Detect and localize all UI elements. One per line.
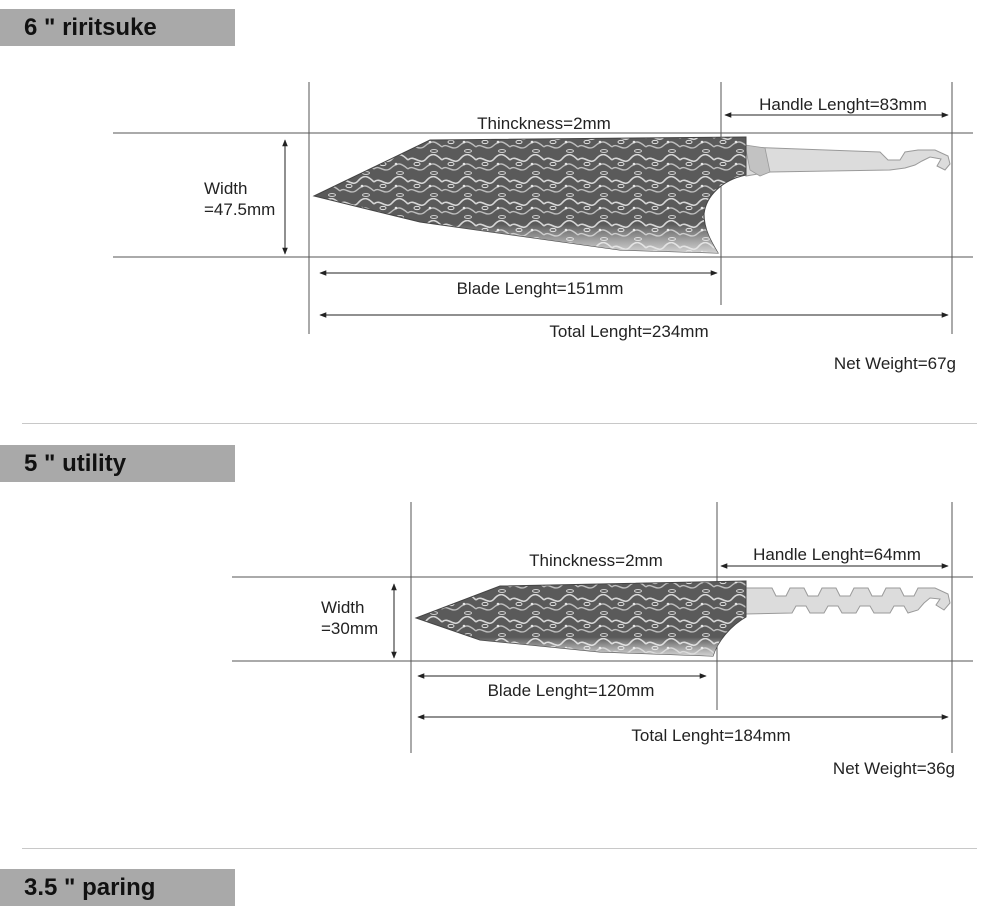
handle-length-label: Handle Lenght=83mm	[759, 95, 927, 114]
blade-length-label: Blade Lenght=120mm	[487, 681, 655, 700]
width-label-line2: =30mm	[321, 619, 379, 638]
thickness-label: Thinckness=2mm	[477, 114, 611, 133]
section-title-riritsuke: 6 " riritsuke	[0, 9, 235, 46]
net-weight-label: Net Weight=36g	[832, 759, 955, 778]
section-divider	[22, 848, 977, 849]
width-label: Width =30mm	[321, 597, 378, 639]
thickness-label: Thinckness=2mm	[529, 551, 663, 570]
utility-arrows	[391, 563, 949, 720]
blade-length-label: Blade Lenght=151mm	[456, 279, 624, 298]
riritsuke-guides	[113, 82, 973, 334]
section-title-paring: 3.5 " paring	[0, 869, 235, 906]
section-divider	[22, 423, 977, 424]
handle-length-label: Handle Lenght=64mm	[753, 545, 921, 564]
section-title-utility: 5 " utility	[0, 445, 235, 482]
net-weight-label: Net Weight=67g	[833, 354, 956, 373]
total-length-label: Total Lenght=234mm	[549, 322, 709, 341]
riritsuke-arrows	[282, 112, 949, 318]
width-label: Width =47.5mm	[204, 178, 275, 220]
width-label-line1: Width	[321, 598, 365, 617]
utility-guides	[232, 502, 973, 753]
utility-knife	[414, 580, 951, 657]
riritsuke-knife	[312, 136, 951, 254]
width-label-line2: =47.5mm	[204, 200, 276, 219]
total-length-label: Total Lenght=184mm	[631, 726, 791, 745]
width-label-line1: Width	[204, 179, 248, 198]
